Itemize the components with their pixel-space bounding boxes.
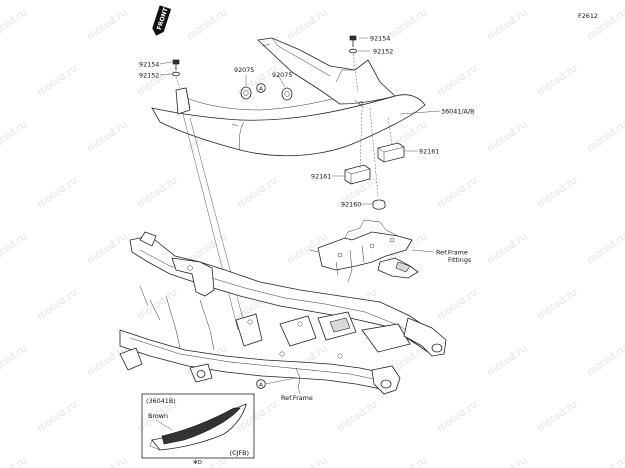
watermark-text: motod.ru [435,399,479,434]
seat-cowl-part [151,37,426,157]
watermark-text: motod.ru [35,399,79,434]
watermark-text: motod.ru [0,455,29,468]
watermark-text: motod.ru [585,119,625,154]
washer-92152-right-part [348,48,357,54]
watermark-text: motod.ru [385,7,429,42]
footnote-mark: ✻D [193,459,202,466]
frame-part [119,231,447,395]
watermark-text: motod.ru [485,119,529,154]
inset-model-code: (CJFB) [230,449,249,457]
watermark-text: motod.ru [585,231,625,266]
watermark-text: motod.ru [335,399,379,434]
watermark-text: motod.ru [285,455,329,468]
watermark-text: motod.ru [285,7,329,42]
seat-cowl-brown-variant-part [149,403,247,451]
label-92154-right: 92154 [370,35,390,43]
front-arrow-icon: FRONT [152,5,172,36]
watermark-text: motod.ru [235,175,279,210]
label-ref-frame: Ref.Frame [281,394,313,402]
watermark-text: motod.ru [535,63,579,98]
watermark-text: motod.ru [85,455,129,468]
grommet-92075-b-part [281,87,293,101]
watermark-text: motod.ru [85,7,129,42]
watermark-text: motod.ru [435,287,479,322]
watermark-text: motod.ru [0,343,29,378]
label-ref-frame-fittings-2: Fittings [448,256,472,264]
label-92161-right: 92161 [419,148,439,156]
label-36041: 36041/A/B [441,108,474,116]
label-92152-left: 92152 [139,72,159,80]
watermark-text: motod.ru [235,399,279,434]
bolt-92154-right-part [349,35,357,47]
label-92154-left: 92154 [139,61,159,69]
watermark-text: motod.ru [485,343,529,378]
svg-text:A: A [259,382,263,388]
diagram-code: F2612 [578,12,598,20]
callout-a-top: A [256,83,266,93]
label-92160: 92160 [341,201,361,209]
watermark-text: motod.ru [85,231,129,266]
callout-a-bottom: A [256,379,266,389]
watermark-text: motod.ru [0,119,29,154]
watermark-text: motod.ru [35,175,79,210]
washer-92152-left-part [171,71,180,77]
watermark-text: motod.ru [0,7,29,42]
pad-92161-left-part [344,164,371,185]
watermark-text: motod.ru [135,175,179,210]
watermark-text: motod.ru [535,399,579,434]
watermark-text: motod.ru [435,175,479,210]
watermark-text: motod.ru [535,175,579,210]
watermark-text: motod.ru [0,231,29,266]
inset-title: (36041B) [146,397,176,405]
watermark-text: motod.ru [485,231,529,266]
watermark-text: motod.ru [535,287,579,322]
frame-fittings-part [309,219,419,283]
label-92161-left: 92161 [311,173,331,181]
watermark-text: motod.ru [485,7,529,42]
label-92075-a: 92075 [234,66,254,74]
watermark-text: motod.ru [435,63,479,98]
watermark-text: motod.ru [485,455,529,468]
bolt-92154-left-part [172,59,180,70]
pad-92161-right-part [377,142,405,163]
watermark-text: motod.ru [35,287,79,322]
watermark-text: motod.ru [35,63,79,98]
watermark-text: motod.ru [585,455,625,468]
grommet-92075-a-part [240,86,252,100]
watermark-text: motod.ru [585,343,625,378]
watermark-text: motod.ru [85,119,129,154]
label-ref-frame-fittings-1: Ref.Frame [436,249,468,257]
damper-92160-part [372,199,386,210]
watermark-text: motod.ru [85,343,129,378]
watermark-text: motod.ru [185,7,229,42]
watermark-text: motod.ru [385,455,429,468]
label-92152-right: 92152 [373,48,393,56]
watermark-text: motod.ru [135,287,179,322]
inset-box: (36041B) Brown (CJFB) [141,393,255,459]
inset-color-label: Brown [148,412,168,420]
watermark-text: motod.ru [185,455,229,468]
label-92075-b: 92075 [272,71,292,79]
svg-text:A: A [259,86,263,92]
